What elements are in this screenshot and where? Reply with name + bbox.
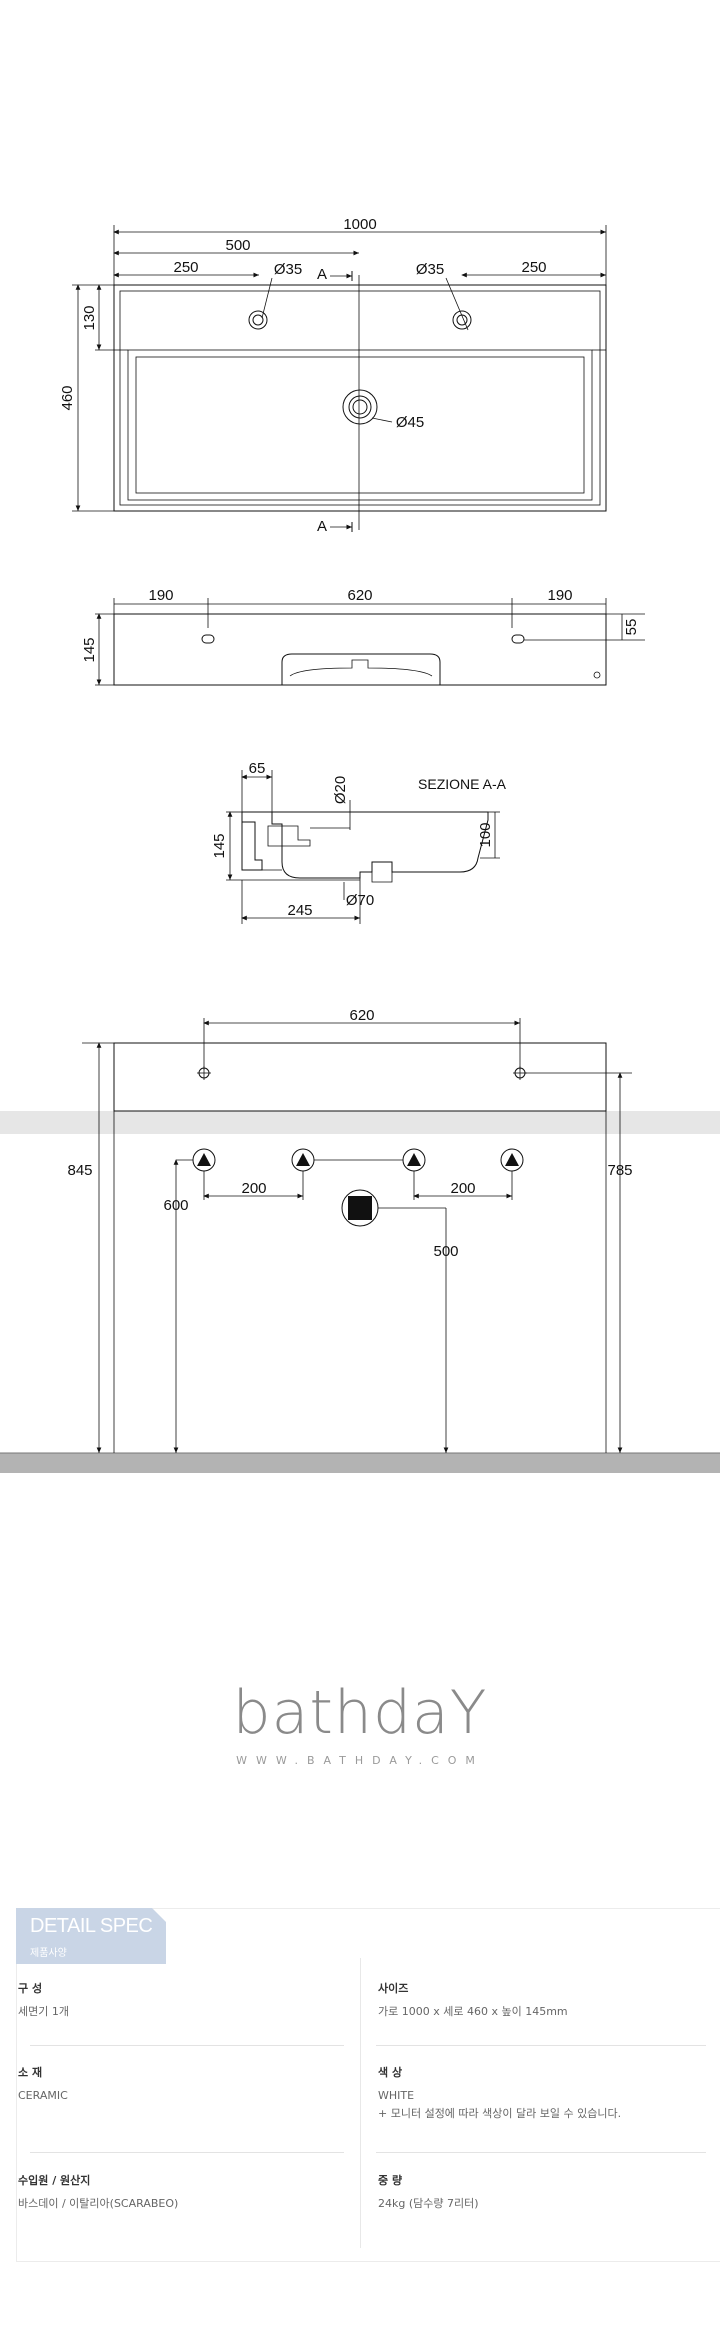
label-outlet: Ø70 (346, 892, 374, 909)
dim-rim: 65 (249, 760, 266, 777)
spec-divider-h4 (376, 2152, 706, 2153)
spec-label: 소 재 (18, 2066, 43, 2079)
spec-value: CERAMIC (18, 2089, 68, 2102)
install-basin (113, 1042, 607, 1112)
spec-label: 색 상 (378, 2066, 403, 2079)
section-title: SEZIONE A-A (418, 776, 507, 792)
front-view: 190 620 190 145 55 (81, 587, 645, 686)
section-mark-top: A (317, 266, 327, 283)
spec-origin: 수입원 / 원산지 바스데이 / 이탈리아(SCARABEO) (18, 2172, 178, 2212)
dim-half-width: 500 (225, 237, 250, 254)
spec-weight: 중 량 24kg (담수량 7리터) (378, 2172, 479, 2212)
dim-front-right: 190 (547, 587, 572, 604)
dim-install-holes: 620 (349, 1007, 374, 1024)
spec-label: 수입원 / 원산지 (18, 2174, 91, 2187)
spec-composition: 구 성 세면기 1개 (18, 1980, 69, 2020)
dim-total-height: 845 (67, 1162, 92, 1179)
spec-color-note: + 모니터 설정에 따라 색상이 달라 보일 수 있습니다. (378, 2107, 622, 2120)
spec-divider-h3 (30, 2152, 344, 2153)
spec-value: WHITE (378, 2089, 415, 2102)
section-profile (242, 811, 489, 879)
dim-overall-depth: 460 (59, 385, 76, 410)
dim-left-offset: 250 (173, 259, 198, 276)
dim-overall-width: 1000 (343, 216, 376, 233)
dim-left-spacing: 200 (241, 1180, 266, 1197)
spec-value: 바스데이 / 이탈리아(SCARABEO) (18, 2197, 179, 2210)
spec-value: 가로 1000 x 세로 460 x 높이 145mm (378, 2005, 568, 2018)
basin-outline (113, 284, 607, 512)
label-hole-left: Ø35 (274, 261, 302, 278)
label-drain: Ø45 (396, 414, 424, 431)
front-outline (113, 613, 607, 686)
dim-hole-height: 55 (623, 619, 640, 636)
installation-view: 620 845 785 200 200 (0, 1007, 720, 1473)
dim-section-height: 145 (211, 833, 228, 858)
spec-divider-h1 (30, 2045, 344, 2046)
spec-value: 세면기 1개 (18, 2005, 69, 2018)
dim-drain-height: 500 (433, 1243, 458, 1260)
spec-material: 소 재 CERAMIC (18, 2064, 68, 2104)
dim-front-center: 620 (347, 587, 372, 604)
spec-value: 24kg (담수량 7리터) (378, 2197, 479, 2210)
logo-wordmark: bathdaY (232, 1678, 488, 1748)
dim-front-height: 145 (81, 637, 98, 662)
floor (0, 1453, 720, 1473)
label-tap-hole: Ø20 (332, 776, 349, 804)
dim-basin-height: 785 (607, 1162, 632, 1179)
dim-right-offset: 250 (521, 259, 546, 276)
dim-bowl-depth: 100 (477, 822, 494, 847)
dim-outlet-height: 600 (163, 1197, 188, 1214)
dim-right-spacing: 200 (450, 1180, 475, 1197)
dim-front-left: 190 (148, 587, 173, 604)
spec-color: 색 상 WHITE + 모니터 설정에 따라 색상이 달라 보일 수 있습니다. (378, 2064, 621, 2122)
spec-label: 구 성 (18, 1982, 43, 1995)
spec-label: 중 량 (378, 2174, 403, 2187)
section-mark-bottom: A (317, 518, 327, 535)
detail-spec-table (16, 1908, 720, 2262)
top-view: 1000 500 250 250 Ø35 Ø35 A (59, 216, 607, 535)
dim-outlet-offset: 245 (287, 902, 312, 919)
section-view: SEZIONE A-A 65 Ø20 145 100 Ø70 245 (211, 760, 507, 924)
wall-band (0, 1111, 720, 1134)
logo-url: WWW.BATHDAY.COM (236, 1754, 484, 1767)
spec-label: 사이즈 (378, 1982, 409, 1995)
label-hole-right: Ø35 (416, 261, 444, 278)
spec-tab-subtitle: 제품사양 (30, 1948, 67, 1959)
technical-drawing: 1000 500 250 250 Ø35 Ø35 A (0, 216, 720, 1473)
spec-size: 사이즈 가로 1000 x 세로 460 x 높이 145mm (378, 1980, 568, 2020)
detail-spec-tab: DETAIL SPEC 제품사양 (16, 1908, 166, 1964)
dim-deck-depth: 130 (81, 305, 98, 330)
spec-divider-v (360, 1958, 361, 2248)
brand-logo: bathdaY WWW.BATHDAY.COM (0, 1678, 720, 1767)
spec-tab-title: DETAIL SPEC (30, 1915, 153, 1937)
spec-divider-h2 (376, 2045, 706, 2046)
drain-circle (342, 389, 378, 425)
